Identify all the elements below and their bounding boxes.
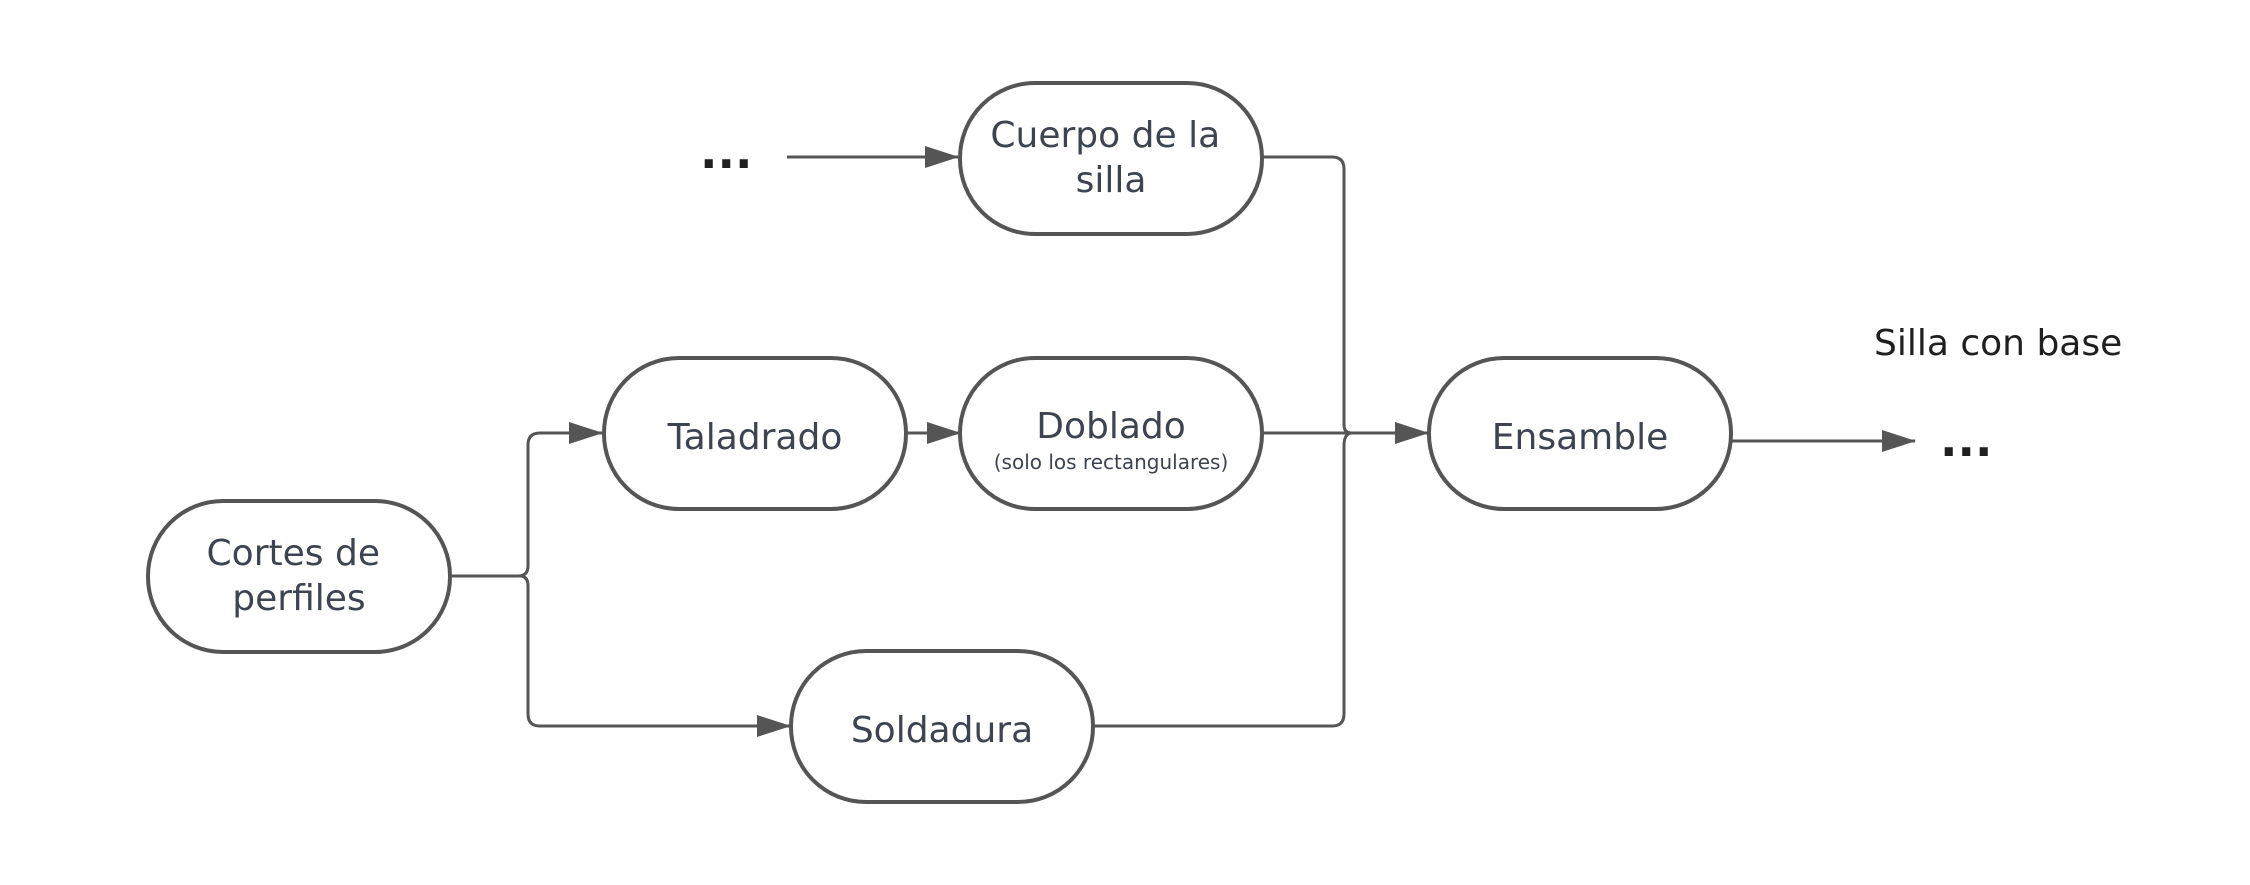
connector-cuerpo-to-ensamble [1262,155,1353,435]
output-ellipsis: ... [1940,413,1992,467]
node-cuerpo-de-la-silla: Cuerpo de la silla [958,81,1264,236]
node-ensamble: Ensamble [1427,356,1733,511]
node-cuerpo-label-line2: silla [1076,160,1147,201]
connectors [450,146,1916,737]
svg-text:Doblado: Doblado [1036,406,1186,447]
node-doblado-shape [958,356,1264,511]
node-cortes-de-perfiles: Cortes de perfiles [146,499,452,654]
node-cortes-shape [146,499,452,654]
node-soldadura: Soldadura [789,649,1095,804]
svg-text:Taladrado: Taladrado [667,417,843,458]
node-doblado-label: Doblado [1036,406,1186,447]
node-doblado-sublabel: (solo los rectangulares) [994,450,1229,474]
node-taladrado-label: Taladrado [667,417,843,458]
node-taladrado: Taladrado [602,356,908,511]
node-ensamble-label: Ensamble [1492,417,1668,458]
node-soldadura-label: Soldadura [851,710,1033,751]
arrow-cortes-to-taladrado [450,422,603,578]
output-label: Silla con base [1874,323,2122,364]
node-soldadura-shape [789,649,1095,804]
node-cortes-label-line2: perfiles [232,578,365,619]
node-taladrado-shape [602,356,908,511]
node-cuerpo-label-line1: Cuerpo de la [990,115,1220,156]
arrow-cortes-to-soldadura [519,574,791,737]
node-doblado: Doblado (solo los rectangulares) [958,356,1264,511]
svg-text:Cortes de perfiles: Cortes de perfiles [207,533,392,619]
svg-text:(solo los rectangulares): (solo los rectangulares) [994,450,1229,474]
svg-text:Ensamble: Ensamble [1492,417,1668,458]
input-ellipsis: ... [700,125,752,179]
svg-text:Cuerpo de la silla: Cuerpo de la silla [990,115,1231,201]
node-cuerpo-shape [958,81,1264,236]
node-ensamble-shape [1427,356,1733,511]
node-cortes-label-line1: Cortes de [207,533,380,574]
svg-text:Soldadura: Soldadura [851,710,1033,751]
